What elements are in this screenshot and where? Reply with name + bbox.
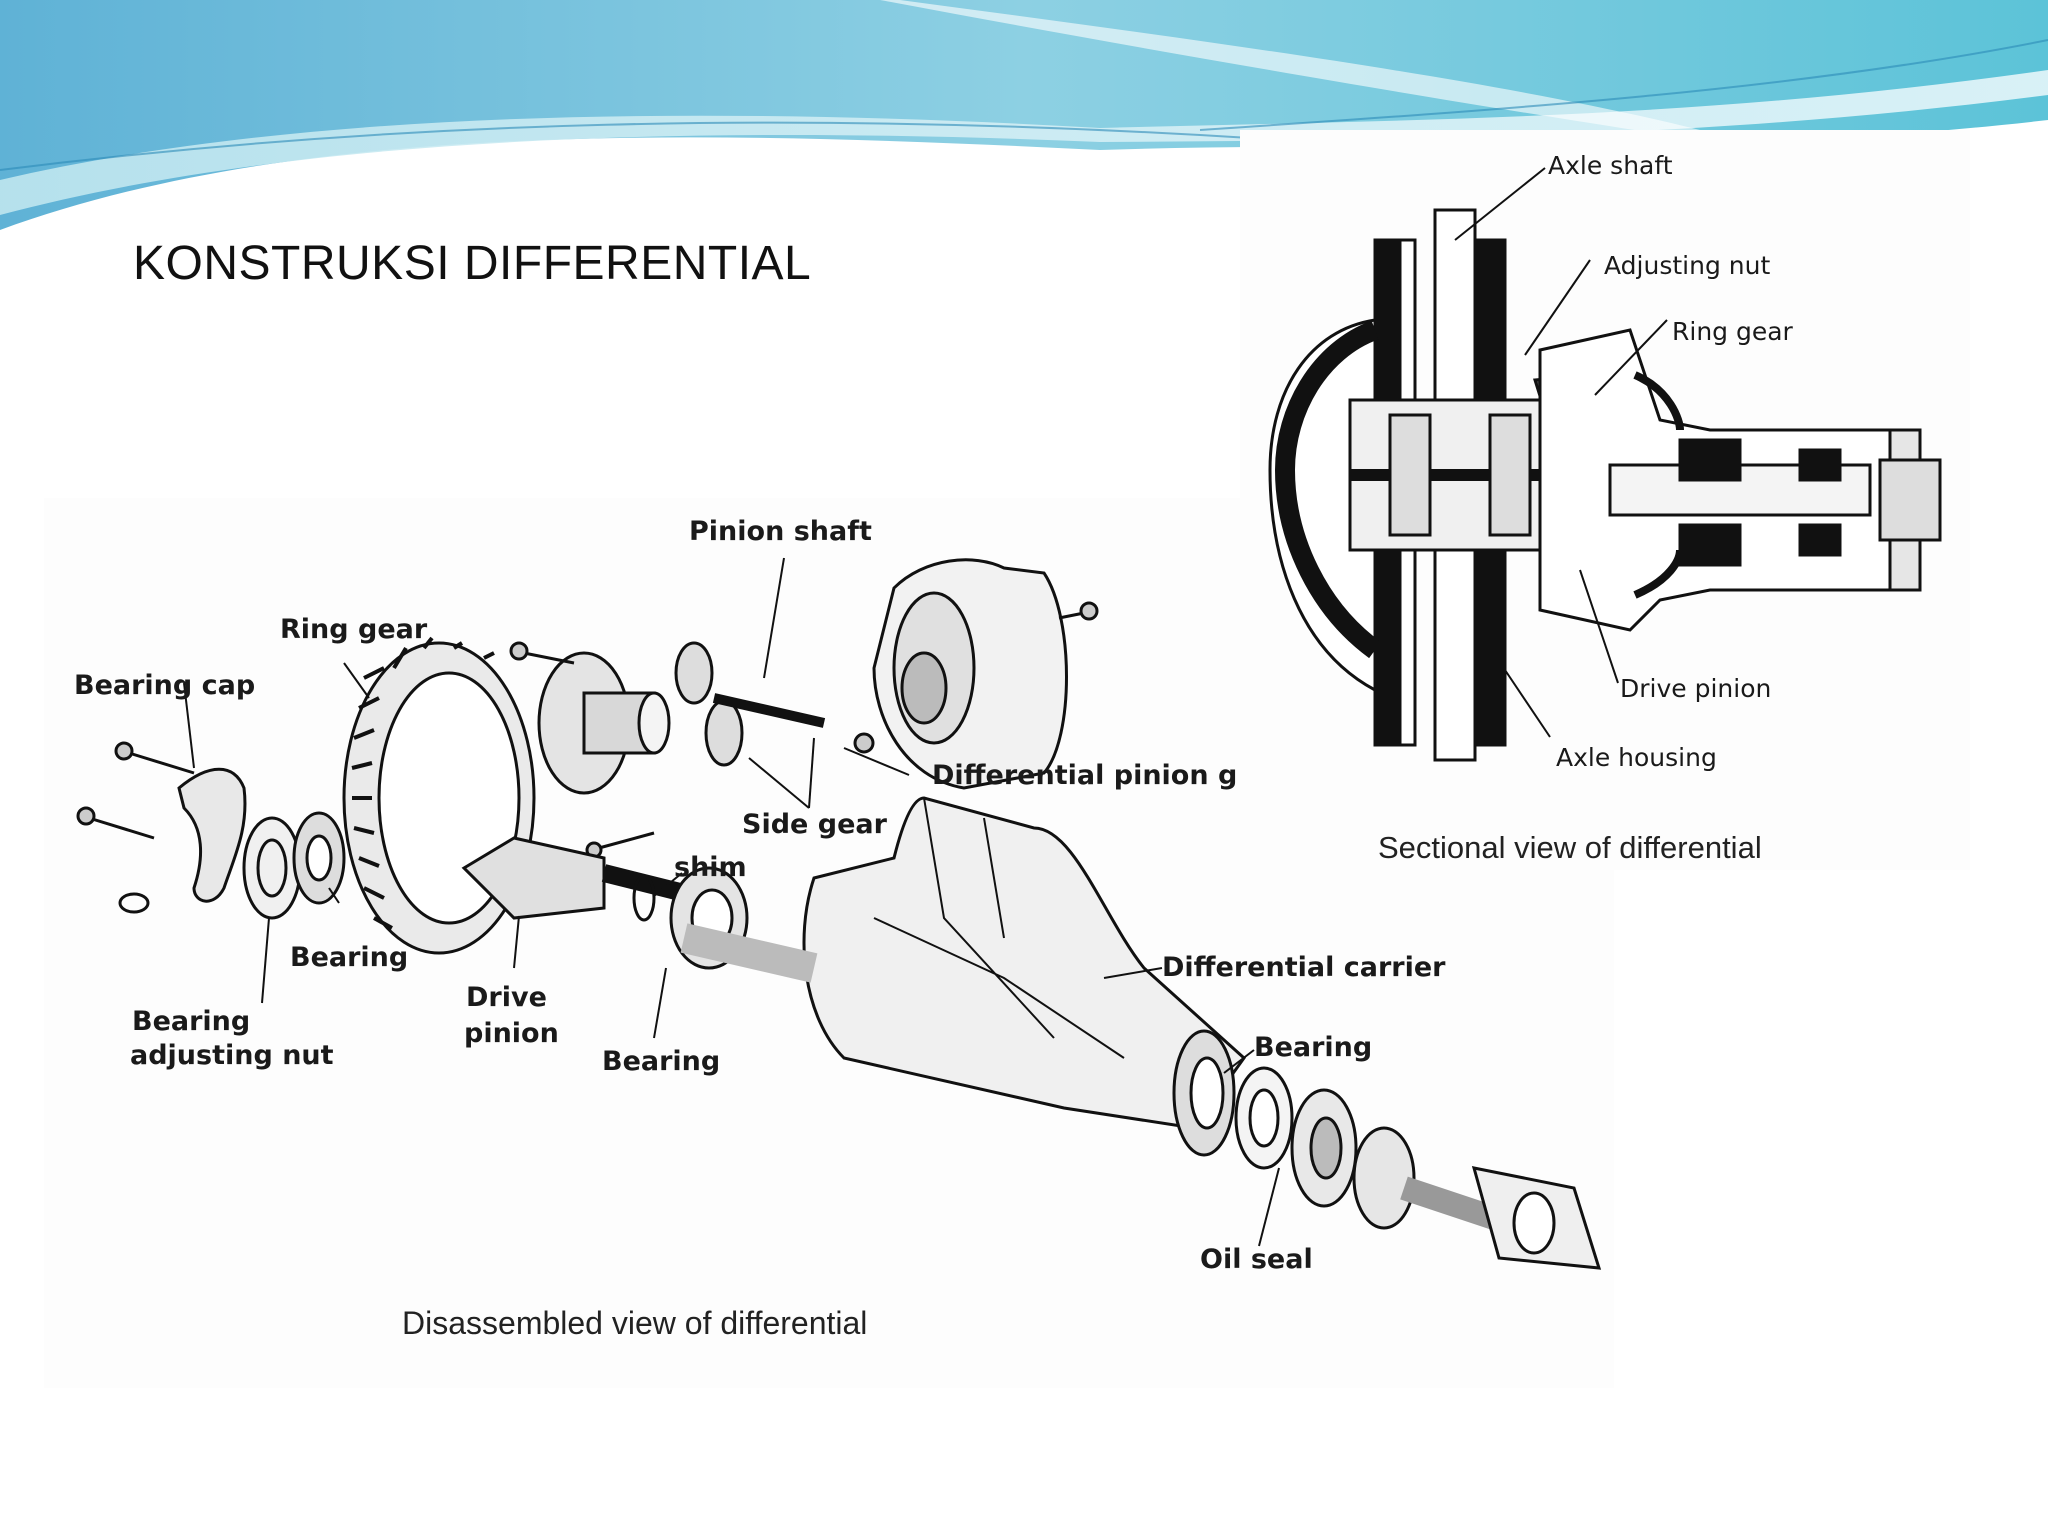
label-drive-pinion-section: Drive pinion bbox=[1620, 674, 1771, 703]
disassembled-diagram: Pinion shaft Ring gear Bearing cap Diffe… bbox=[74, 516, 1602, 1341]
adjusting-nut-part bbox=[242, 816, 302, 920]
sectional-diagram: Axle shaft Adjusting nut Ring gear Drive… bbox=[1268, 151, 1942, 865]
label-ring-gear-section: Ring gear bbox=[1672, 317, 1794, 346]
label-shim: shim bbox=[674, 852, 747, 883]
pinion-shaft-part bbox=[712, 693, 826, 728]
label-bearing-cap: Bearing cap bbox=[74, 670, 255, 701]
label-bearing-adjusting-nut-line2: adjusting nut bbox=[130, 1040, 334, 1071]
drive-pinion-part bbox=[461, 836, 687, 920]
label-bearing-2: Bearing bbox=[602, 1046, 720, 1077]
label-side-gear: Side gear bbox=[742, 809, 888, 840]
case-cover-part bbox=[853, 558, 1099, 790]
bearing-cap-part bbox=[76, 741, 247, 914]
label-axle-shaft: Axle shaft bbox=[1548, 151, 1673, 180]
label-ring-gear: Ring gear bbox=[280, 614, 428, 645]
companion-flange-part bbox=[1352, 1126, 1602, 1270]
disassembled-view-caption: Disassembled view of differential bbox=[402, 1305, 867, 1341]
label-differential-carrier: Differential carrier bbox=[1162, 952, 1446, 983]
differential-case-part bbox=[509, 641, 671, 859]
label-bearing-adjusting-nut-line1: Bearing bbox=[132, 1006, 250, 1037]
shim-part bbox=[632, 874, 656, 922]
label-drive-pinion-line2: pinion bbox=[464, 1018, 559, 1049]
sectional-view-panel: Axle shaft Adjusting nut Ring gear Drive… bbox=[1240, 130, 1970, 870]
label-adjusting-nut: Adjusting nut bbox=[1604, 251, 1770, 280]
side-gear-part bbox=[674, 641, 714, 705]
label-bearing-3: Bearing bbox=[1254, 1032, 1372, 1063]
label-pinion-shaft: Pinion shaft bbox=[689, 516, 872, 547]
slide-title: KONSTRUKSI DIFFERENTIAL bbox=[133, 237, 812, 290]
label-bearing-1: Bearing bbox=[290, 942, 408, 973]
label-drive-pinion-line1: Drive bbox=[466, 982, 547, 1013]
header-banner bbox=[0, 0, 2048, 230]
sectional-view-caption: Sectional view of differential bbox=[1378, 830, 1762, 865]
differential-carrier-part bbox=[680, 796, 1246, 1157]
label-differential-pinion: Differential pinion g bbox=[932, 760, 1237, 791]
label-axle-housing: Axle housing bbox=[1556, 743, 1717, 772]
label-oil-seal: Oil seal bbox=[1200, 1244, 1313, 1275]
